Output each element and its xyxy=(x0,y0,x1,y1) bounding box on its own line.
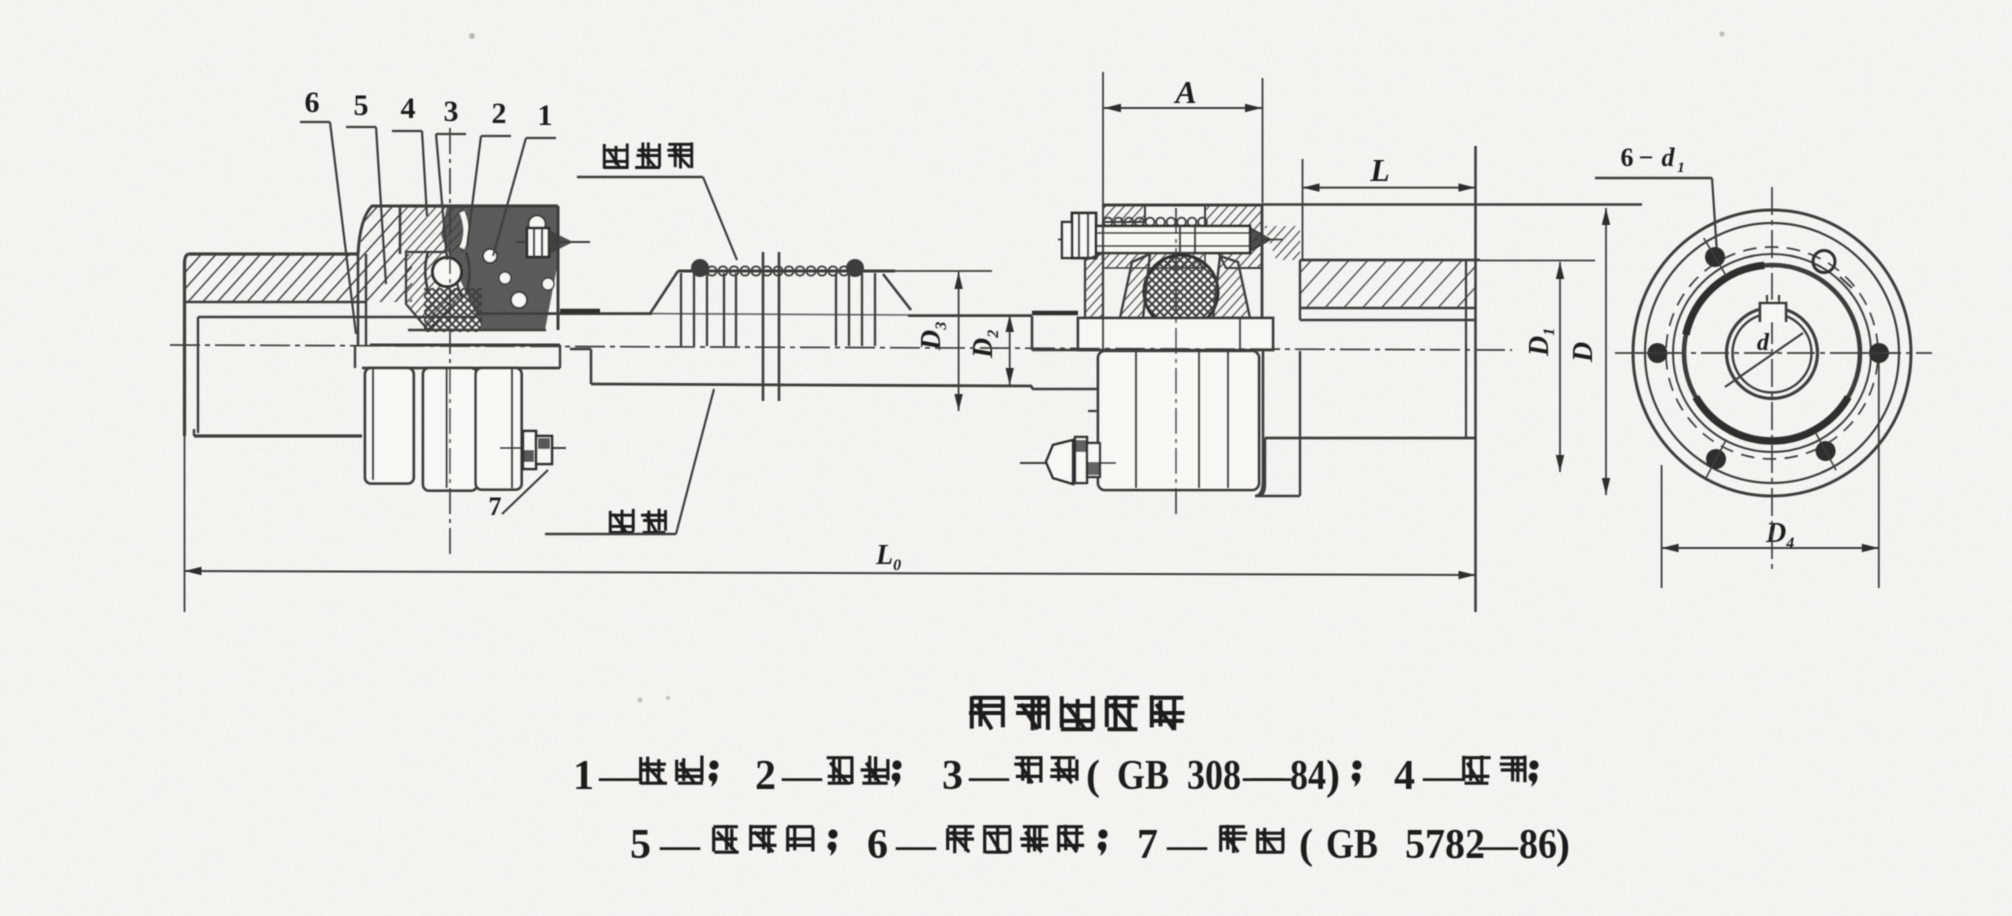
svg-text:A: A xyxy=(1173,74,1196,110)
svg-text:6: 6 xyxy=(1621,143,1634,172)
svg-text:3: 3 xyxy=(942,753,963,799)
svg-text:—: — xyxy=(968,753,1010,798)
svg-text:7: 7 xyxy=(489,492,502,521)
svg-text:—: — xyxy=(1477,822,1519,867)
svg-text:—: — xyxy=(598,753,640,798)
svg-text:5: 5 xyxy=(630,822,651,868)
svg-text:5782: 5782 xyxy=(1405,822,1485,868)
svg-text:2: 2 xyxy=(492,97,507,130)
svg-text:—: — xyxy=(1422,753,1464,798)
svg-text:L: L xyxy=(1369,152,1390,188)
svg-text:—: — xyxy=(1250,753,1292,798)
svg-text:—: — xyxy=(1242,753,1284,798)
svg-text:7: 7 xyxy=(1137,822,1158,868)
svg-text:—: — xyxy=(1166,822,1208,867)
svg-text:84: 84 xyxy=(1290,753,1326,799)
svg-text:1: 1 xyxy=(538,99,553,132)
svg-text:4: 4 xyxy=(401,92,416,125)
svg-text:D: D xyxy=(1568,342,1599,363)
svg-text:d: d xyxy=(1757,330,1770,356)
svg-text:5: 5 xyxy=(354,89,369,122)
svg-text:(: ( xyxy=(1299,822,1313,868)
svg-text:—: — xyxy=(781,753,823,798)
svg-text:6: 6 xyxy=(867,822,888,868)
svg-text:—: — xyxy=(659,822,701,867)
svg-text:1: 1 xyxy=(1677,160,1685,176)
svg-text:2: 2 xyxy=(755,753,776,799)
svg-text:GB: GB xyxy=(1117,753,1169,799)
svg-text:3: 3 xyxy=(444,95,459,128)
svg-text:): ) xyxy=(1326,753,1340,799)
svg-text:4: 4 xyxy=(1394,753,1415,799)
svg-text:(: ( xyxy=(1086,753,1100,799)
svg-text:308: 308 xyxy=(1187,753,1241,799)
svg-text:): ) xyxy=(1556,822,1570,868)
svg-text:—: — xyxy=(895,822,937,867)
svg-text:d: d xyxy=(1662,143,1676,172)
svg-text:1: 1 xyxy=(573,753,594,799)
svg-text:6: 6 xyxy=(305,86,320,119)
svg-text:−: − xyxy=(1639,143,1654,172)
svg-text:86: 86 xyxy=(1519,822,1557,868)
svg-text:GB: GB xyxy=(1326,822,1378,868)
